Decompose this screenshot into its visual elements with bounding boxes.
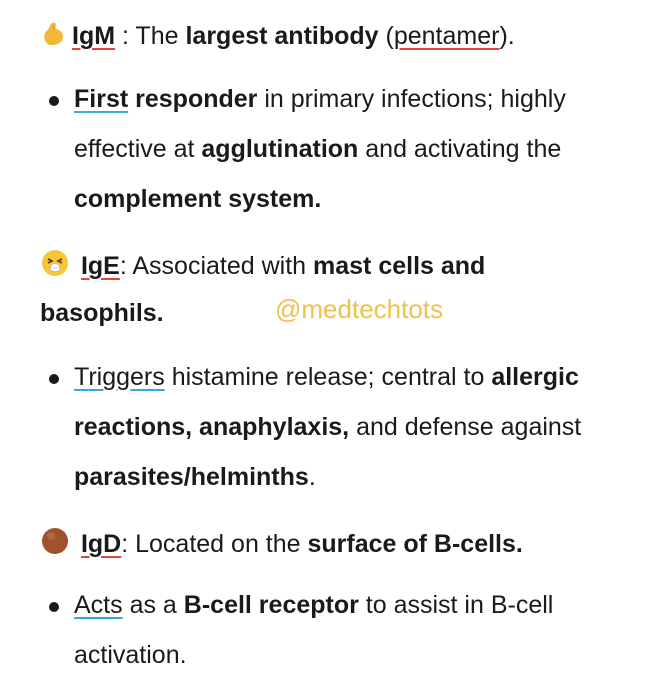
igm-sep: : The [115,22,186,50]
igm-bullet-text2a: effective at [74,135,202,163]
ige-allergic: allergic [491,363,579,391]
igm-end: ). [499,22,515,50]
ige-bullet-text2: and defense against [349,413,582,441]
ige-heading: IgE: Associated with mast cells and [40,248,485,285]
sneezing-face-icon [40,248,70,285]
igm-bullet-line1: First responder in primary infections; h… [74,84,566,114]
igd-bullet-text1b: to assist in B-cell [358,591,554,619]
igd-bullet-line2: activation. [74,640,187,670]
ige-bullet-text1: histamine release; central to [164,363,492,391]
igm-bullet-line2: effective at agglutination and activatin… [74,134,561,164]
igd-receptor: B-cell receptor [183,591,359,619]
flexed-biceps-icon [40,20,68,55]
igm-agglutination: agglutination [201,135,359,163]
igm-pentamer: pentamer [393,22,500,50]
bullet-dot [49,374,59,384]
brown-circle-icon [40,526,70,563]
igm-largest: largest antibody [185,22,379,50]
igm-mid: ( [378,22,394,50]
watermark: @medtechtots [275,294,444,324]
igm-first: First [74,85,129,113]
ige-mast-cells: mast cells and [313,252,486,280]
igm-name: IgM [72,22,116,50]
ige-basophils: basophils. [40,299,164,327]
ige-bullet-line3: parasites/helminths. [74,462,316,492]
igm-complement: complement system. [74,185,322,213]
igm-bullet-text1: in primary infections; highly [257,85,566,113]
bullet-dot [49,96,59,106]
ige-sep: : Associated with [119,252,314,280]
igm-heading: IgM : The largest antibody (pentamer). [40,20,515,55]
igd-name: IgD [80,530,122,558]
ige-reactions: reactions, anaphylaxis, [74,413,350,441]
ige-heading-line2: basophils. [40,298,164,328]
igd-surface: surface of B-cells. [307,530,523,558]
bullet-dot [49,602,59,612]
ige-triggers: Triggers [74,363,165,391]
ige-bullet-line1: Triggers histamine release; central to a… [74,362,579,392]
ige-parasites: parasites/helminths [74,463,309,491]
ige-name: IgE [80,252,120,280]
igd-sep: : Located on the [121,530,308,558]
ige-bullet-line2: reactions, anaphylaxis, and defense agai… [74,412,581,442]
igm-bullet-text2b: and activating the [358,135,562,163]
ige-period: . [308,463,316,491]
igd-bullet-text1a: as a [122,591,184,619]
igd-bullet-line1: Acts as a B-cell receptor to assist in B… [74,590,553,620]
igd-heading: IgD: Located on the surface of B-cells. [40,526,523,563]
igm-responder: responder [128,85,258,113]
igm-bullet-line3: complement system. [74,184,321,214]
igd-acts: Acts [74,591,123,619]
igd-activation: activation. [74,641,187,669]
